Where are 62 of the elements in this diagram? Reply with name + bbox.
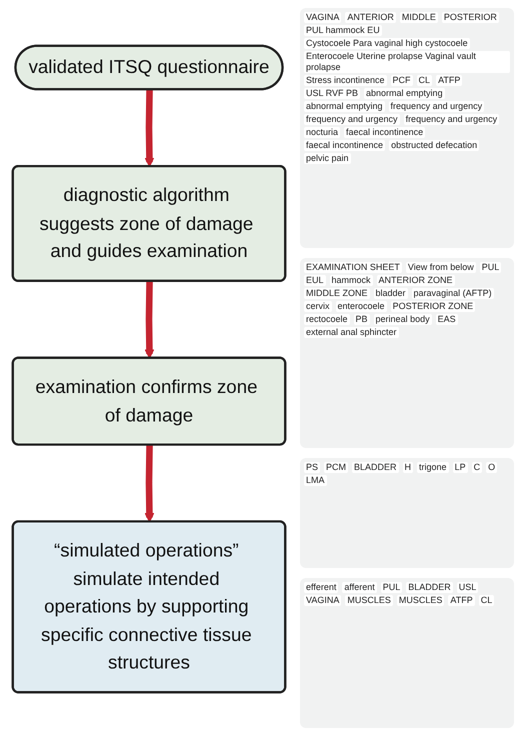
anatomy-label: MIDDLE — [400, 12, 438, 23]
anatomy-label: PCF — [390, 75, 413, 86]
anatomy-label: abnormal emptying — [304, 101, 385, 112]
anatomy-label: frequency and urgency — [404, 114, 500, 125]
anatomy-label: LP — [452, 462, 468, 473]
anatomy-label: ATFP — [436, 75, 462, 86]
anatomy-label: BLADDER — [352, 462, 399, 473]
anatomy-label: CL — [478, 595, 494, 606]
anatomy-label: external anal sphincter — [304, 327, 399, 338]
anatomy-label: cervix — [304, 301, 332, 312]
anatomy-label: Enterocoele Uterine prolapse Vaginal vault prolapse — [304, 51, 510, 73]
anatomy-label: bladder — [374, 288, 408, 299]
anatomy-label: Stress incontinence — [304, 75, 387, 86]
anatomy-label: obstructed defecation — [389, 140, 480, 151]
anatomy-label: VAGINA — [304, 12, 342, 23]
flowchart-drawing: validated ITSQ questionnaire diagnostic algorithm suggests zone of damage and guides examination examination confirms zone of damage “simulated operations” simulate intended operations by supporting specific connective tissue structures — [4, 36, 294, 702]
anatomy-label: paravaginal (AFTP) — [412, 288, 494, 299]
anatomy-label: efferent — [304, 582, 338, 593]
anatomy-label: BLADDER — [406, 582, 453, 593]
arrow — [144, 281, 154, 359]
arrow — [144, 445, 154, 522]
anatomy-label: ANTERIOR — [345, 12, 396, 23]
anatomy-label: PUL — [380, 582, 402, 593]
anatomy-label: ATFP — [448, 595, 475, 606]
anatomy-label: trigone — [417, 462, 449, 473]
anatomy-label: C — [472, 462, 482, 473]
anatomy-label: MUSCLES — [345, 595, 393, 606]
anatomy-label: faecal incontinence — [304, 140, 386, 151]
anatomy-label: LMA — [304, 475, 327, 486]
anatomy-label: H — [402, 462, 414, 473]
anatomy-label: PCM — [324, 462, 348, 473]
anatomy-label: frequency and urgency — [388, 101, 484, 112]
anatomy-label: POSTERIOR — [442, 12, 499, 23]
anatomy-label: PUL — [480, 262, 502, 273]
anatomy-label: MUSCLES — [396, 595, 444, 606]
anatomy-label: USL — [456, 582, 478, 593]
anatomy-label: afferent — [342, 582, 377, 593]
anatomy-label: rectocoele — [304, 314, 350, 325]
anatomy-label: MIDDLE ZONE — [304, 288, 370, 299]
anatomy-label: PB — [354, 314, 370, 325]
anatomy-label: O — [486, 462, 498, 473]
anatomy-label: CL — [416, 75, 432, 86]
anatomy-label: EUL — [304, 275, 326, 286]
anatomy-label: nocturia — [304, 127, 340, 138]
anatomy-label: hammock — [330, 275, 373, 286]
anatomy-label: EAS — [436, 314, 458, 325]
anatomy-label: enterocoele — [336, 301, 387, 312]
arrow — [144, 90, 154, 168]
anatomy-label: USL RVF PB — [304, 88, 360, 99]
anatomy-label: Cystocoele Para vaginal high cystocoele — [304, 38, 470, 49]
anatomy-label: abnormal emptying — [364, 88, 445, 99]
anatomy-label: pelvic pain — [304, 153, 351, 164]
anatomy-label: faecal incontinence — [344, 127, 426, 138]
anatomy-label: POSTERIOR ZONE — [390, 301, 476, 312]
anatomy-label: ANTERIOR ZONE — [376, 275, 455, 286]
anatomy-label: frequency and urgency — [304, 114, 400, 125]
anatomy-label: PS — [304, 462, 320, 473]
anatomy-label: perineal body — [374, 314, 432, 325]
anatomy-label: PUL hammock EU — [304, 25, 382, 36]
anatomy-label: EXAMINATION SHEET — [304, 262, 402, 273]
anatomy-label: VAGINA — [304, 595, 342, 606]
anatomy-label: View from below — [406, 262, 476, 273]
